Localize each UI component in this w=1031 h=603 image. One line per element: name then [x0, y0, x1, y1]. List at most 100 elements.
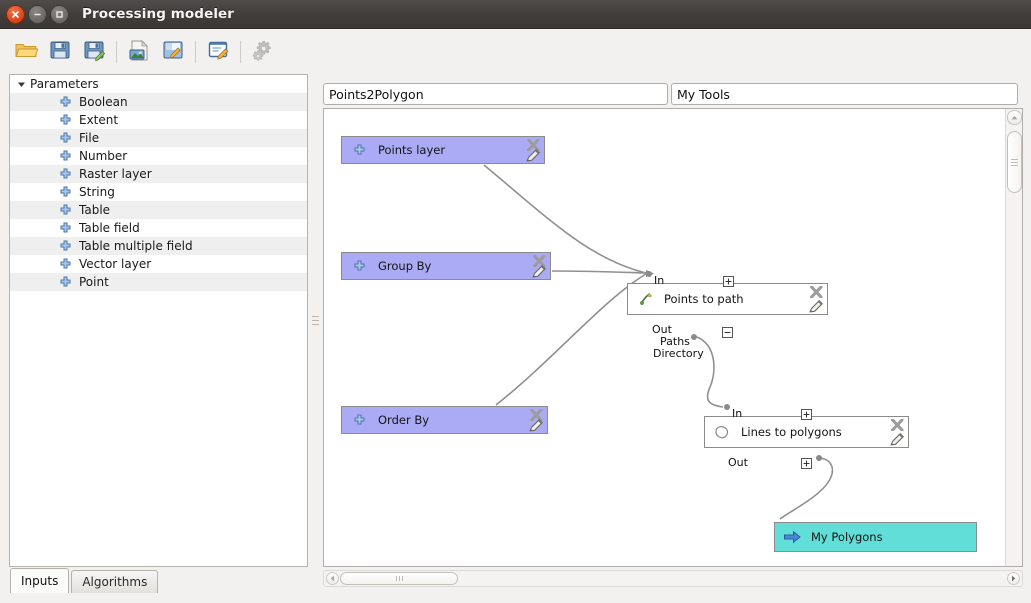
node-remove-icon[interactable]	[890, 418, 904, 431]
plus-icon	[59, 258, 72, 271]
tree-item-table[interactable]: Table	[10, 201, 307, 219]
port-label-lines-to-polygons-out: Out	[728, 456, 748, 469]
window-title: Processing modeler	[82, 6, 235, 22]
tab-inputs[interactable]: Inputs	[10, 568, 70, 593]
node-collapse-toggle[interactable]	[722, 327, 733, 338]
node-expand-toggle[interactable]	[801, 458, 812, 469]
node-edit-icon[interactable]	[809, 299, 824, 313]
tree-group-parameters[interactable]: Parameters	[10, 75, 307, 93]
tree-item-extent[interactable]: Extent	[10, 111, 307, 129]
plus-icon	[59, 204, 72, 217]
out-dot-lines-to-polygons[interactable]	[816, 455, 822, 461]
splitter-grip-icon	[311, 316, 319, 325]
in-dot-lines-to-polygons[interactable]	[724, 404, 730, 410]
left-panel-tabs: Inputs Algorithms	[10, 568, 160, 593]
tab-algorithms-label: Algorithms	[82, 575, 148, 589]
tree-item-label: Table	[79, 203, 111, 217]
node-edit-icon[interactable]	[526, 148, 541, 162]
plus-icon	[59, 114, 72, 127]
tree-item-label: File	[79, 131, 100, 145]
node-expand-toggle[interactable]	[723, 276, 734, 287]
scroll-right-arrow-icon[interactable]	[1007, 572, 1020, 585]
toolbar-separator	[240, 40, 241, 63]
canvas-vertical-scrollbar[interactable]	[1005, 109, 1022, 566]
tree-group-label: Parameters	[30, 77, 99, 91]
model-name-input[interactable]: Points2Polygon	[323, 83, 668, 105]
panel-splitter[interactable]	[309, 74, 321, 567]
edit-help-button[interactable]	[201, 35, 235, 69]
tree-item-label: Table multiple field	[79, 239, 193, 253]
paths-out-dot[interactable]	[691, 334, 697, 340]
plus-icon	[59, 240, 72, 253]
tree-item-file[interactable]: File	[10, 129, 307, 147]
node-edit-icon[interactable]	[532, 264, 547, 278]
tree-item-boolean[interactable]: Boolean	[10, 93, 307, 111]
tree-item-label: Point	[79, 275, 109, 289]
tree-item-number[interactable]: Number	[10, 147, 307, 165]
scrollbar-grip-icon	[395, 576, 403, 581]
lines-to-polygons-icon	[711, 425, 733, 440]
maximize-icon[interactable]	[50, 4, 69, 24]
export-image-button[interactable]	[122, 35, 156, 69]
node-edit-icon[interactable]	[529, 418, 544, 432]
plus-icon	[348, 144, 370, 157]
in-dot-points-to-path[interactable]	[646, 271, 652, 277]
main-toolbar	[0, 29, 1031, 74]
plus-icon	[59, 132, 72, 145]
model-node-points-to-path[interactable]: Points to path	[627, 283, 828, 315]
model-node-label: Order By	[378, 413, 430, 427]
port-label-points-to-path-in: In	[654, 274, 665, 287]
close-icon[interactable]	[6, 4, 25, 24]
model-node-points-layer[interactable]: Points layer	[341, 136, 545, 164]
node-remove-icon[interactable]	[526, 138, 540, 151]
model-node-group-by[interactable]: Group By	[341, 252, 551, 280]
export-image-icon	[128, 39, 151, 65]
tree-item-vector-layer[interactable]: Vector layer	[10, 255, 307, 273]
scroll-left-arrow-icon[interactable]	[326, 572, 339, 585]
tree-item-table-field[interactable]: Table field	[10, 219, 307, 237]
tree-item-label: Boolean	[79, 95, 128, 109]
model-node-label: My Polygons	[811, 530, 883, 544]
save-model-as-button[interactable]	[77, 35, 111, 69]
canvas-horizontal-scrollbar[interactable]	[323, 570, 1023, 587]
model-node-label: Points layer	[378, 143, 446, 157]
save-model-button[interactable]	[43, 35, 77, 69]
node-edit-icon[interactable]	[890, 432, 905, 446]
tree-item-raster-layer[interactable]: Raster layer	[10, 165, 307, 183]
points-to-path-icon	[634, 292, 656, 307]
plus-icon	[59, 276, 72, 289]
toolbar-separator	[195, 40, 196, 63]
model-node-order-by[interactable]: Order By	[341, 406, 548, 434]
horizontal-scrollbar-thumb[interactable]	[340, 572, 458, 585]
scroll-up-arrow-icon[interactable]	[1006, 110, 1022, 125]
chevron-down-icon[interactable]	[16, 79, 27, 90]
node-remove-icon[interactable]	[529, 408, 543, 421]
tree-item-string[interactable]: String	[10, 183, 307, 201]
model-node-lines-to-polygons[interactable]: Lines to polygons	[704, 416, 909, 448]
wire-group-by-to-in	[551, 270, 647, 274]
export-script-button[interactable]	[156, 35, 190, 69]
open-model-button[interactable]	[9, 35, 43, 69]
model-node-my-polygons[interactable]: My Polygons	[774, 522, 977, 552]
node-remove-icon[interactable]	[809, 285, 823, 298]
tree-item-table-multiple-field[interactable]: Table multiple field	[10, 237, 307, 255]
port-label-lines-to-polygons-in: In	[732, 407, 743, 420]
minimize-icon[interactable]	[28, 4, 47, 24]
save-icon	[49, 39, 71, 64]
model-name-value: Points2Polygon	[329, 86, 424, 102]
tree-item-label: Vector layer	[79, 257, 152, 271]
tree-item-point[interactable]: Point	[10, 273, 307, 291]
node-remove-icon[interactable]	[532, 254, 546, 267]
run-model-button[interactable]	[246, 35, 280, 69]
wire-order-by-to-in	[495, 273, 647, 406]
model-group-value: My Tools	[677, 86, 730, 102]
model-node-label: Lines to polygons	[741, 425, 842, 439]
model-group-input[interactable]: My Tools	[671, 83, 1018, 105]
node-expand-toggle[interactable]	[801, 409, 812, 420]
tab-algorithms[interactable]: Algorithms	[71, 570, 159, 593]
vertical-scrollbar-thumb[interactable]	[1007, 131, 1022, 193]
model-node-label: Points to path	[664, 292, 744, 306]
